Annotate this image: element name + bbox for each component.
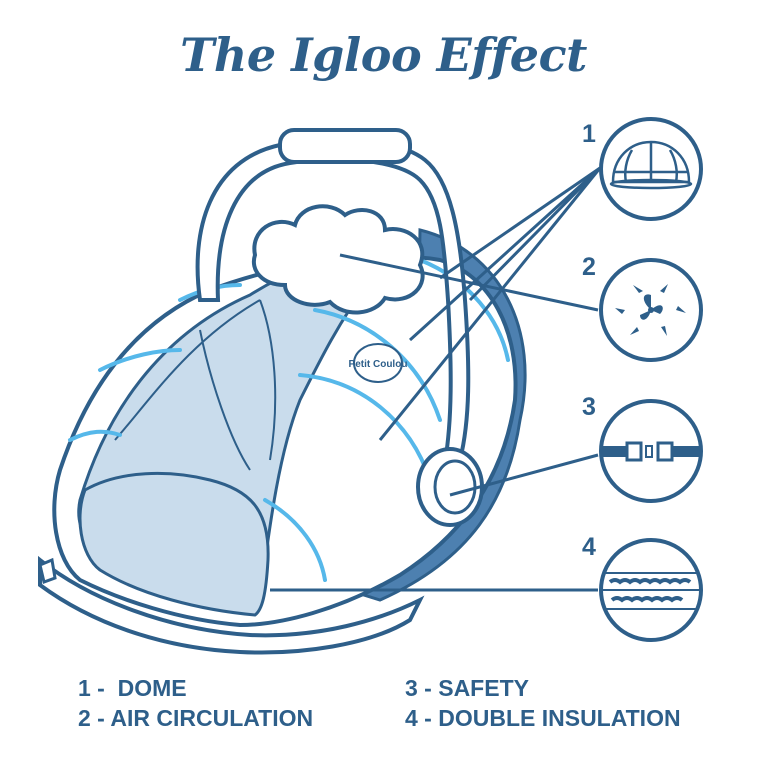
air-circulation-icon — [615, 284, 686, 336]
brand-logo-text: Petit Coulou — [349, 359, 408, 370]
headrest — [251, 204, 425, 315]
insulation-layers-icon — [603, 572, 699, 610]
legend-item-double-insulation: 4 - DOUBLE INSULATION — [405, 705, 681, 731]
leader-lines — [270, 166, 602, 592]
legend-item-safety: 3 - SAFETY — [405, 675, 529, 701]
callout-circle-air — [599, 258, 703, 362]
legend-item-dome: 1 - DOME — [78, 675, 187, 701]
handle-grip — [278, 128, 412, 164]
callout-circle-safety — [599, 399, 703, 503]
seat-belt-icon — [601, 441, 701, 462]
base-hook — [38, 557, 57, 584]
brand-badge — [353, 343, 403, 383]
seat-base — [38, 555, 425, 655]
callout-circle-insulation — [599, 538, 703, 642]
callout-number-3: 3 — [582, 393, 596, 421]
seat-seam — [114, 299, 277, 471]
handle-pivot-inner — [433, 459, 477, 515]
callout-number-4: 4 — [582, 533, 596, 561]
legend-item-air-circulation: 2 - AIR CIRCULATION — [78, 705, 314, 731]
dome-icon — [609, 140, 693, 190]
seat-cushion — [78, 471, 270, 617]
page-title: The Igloo Effect — [180, 28, 587, 82]
callout-number-2: 2 — [582, 253, 596, 281]
callout-circle-dome — [599, 117, 703, 221]
callout-number-1: 1 — [582, 120, 596, 148]
